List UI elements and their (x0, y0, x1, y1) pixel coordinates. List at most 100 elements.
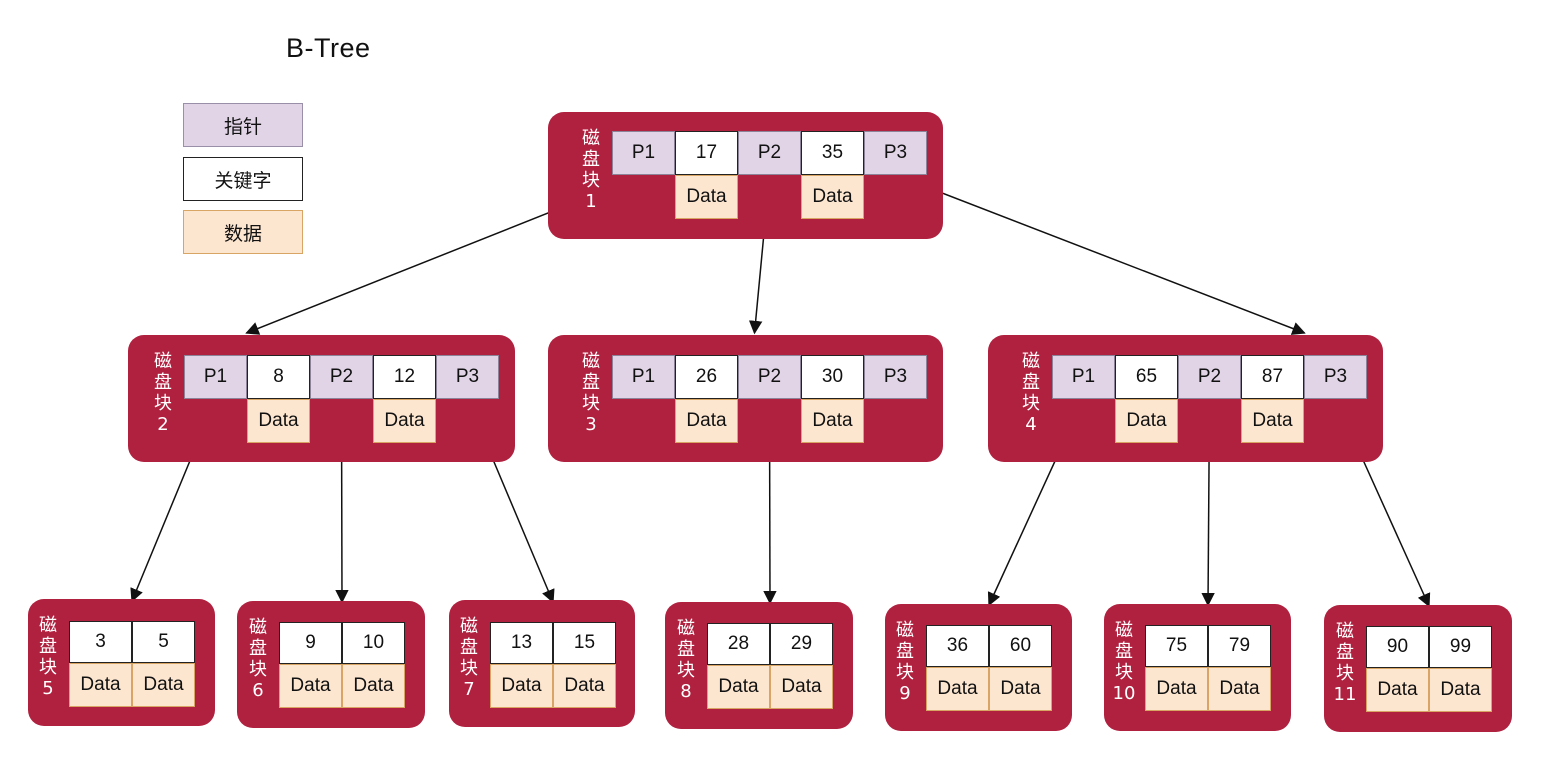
pointer-cell: P2 (738, 355, 801, 399)
disk-block-label-char: 1 (585, 191, 597, 212)
disk-block-label-char: 盘 (1022, 372, 1040, 393)
data-cell: Data (926, 667, 989, 711)
disk-block-label-char: 块 (896, 662, 914, 683)
edge-1-P3-to-4 (895, 174, 1306, 335)
data-cell: Data (342, 664, 405, 708)
key-cell: 36 (926, 625, 989, 667)
disk-block-label-char: 磁 (1022, 351, 1040, 372)
legend-data: 数据 (183, 210, 303, 254)
disk-block-label-char: 盘 (677, 639, 695, 660)
disk-block-label-char: 磁 (1336, 621, 1354, 642)
pointer-cell: P3 (436, 355, 499, 399)
key-cell: 30 (801, 355, 864, 399)
disk-block-label-char: 块 (582, 393, 600, 414)
data-cell: Data (707, 665, 770, 709)
disk-block-label-char: 2 (157, 414, 169, 435)
disk-block-label-char: 磁 (677, 618, 695, 639)
disk-block-label-char: 盘 (1336, 642, 1354, 663)
disk-block-label-char: 磁 (460, 616, 478, 637)
legend-key: 关键字 (183, 157, 303, 201)
disk-block-label-char: 盘 (1115, 641, 1133, 662)
disk-block-label-char: 磁 (249, 617, 267, 638)
key-cell: 17 (675, 131, 738, 175)
key-cell: 8 (247, 355, 310, 399)
key-cell: 75 (1145, 625, 1208, 667)
key-cell: 79 (1208, 625, 1271, 667)
data-cell: Data (801, 175, 864, 219)
data-cell: Data (247, 399, 310, 443)
key-cell: 60 (989, 625, 1052, 667)
key-cell: 3 (69, 621, 132, 663)
disk-block-label-char: 10 (1112, 683, 1136, 704)
disk-block-label-char: 9 (899, 683, 911, 704)
disk-block-label-char: 块 (460, 658, 478, 679)
data-cell: Data (1366, 668, 1429, 712)
pointer-cell: P2 (310, 355, 373, 399)
disk-block-label-char: 块 (1336, 663, 1354, 684)
data-cell: Data (989, 667, 1052, 711)
data-cell: Data (801, 399, 864, 443)
data-cell: Data (132, 663, 195, 707)
key-cell: 35 (801, 131, 864, 175)
disk-block-label-char: 块 (154, 393, 172, 414)
key-cell: 26 (675, 355, 738, 399)
key-cell: 13 (490, 622, 553, 664)
pointer-cell: P3 (1304, 355, 1367, 399)
disk-block-label-char: 7 (463, 679, 475, 700)
data-cell: Data (770, 665, 833, 709)
data-cell: Data (1115, 399, 1178, 443)
disk-block-label-char: 磁 (896, 620, 914, 641)
disk-block-label-char: 盘 (896, 641, 914, 662)
data-cell: Data (279, 664, 342, 708)
pointer-cell: P2 (1178, 355, 1241, 399)
key-cell: 65 (1115, 355, 1178, 399)
data-cell: Data (1241, 399, 1304, 443)
pointer-cell: P1 (1052, 355, 1115, 399)
disk-block-label-char: 块 (677, 660, 695, 681)
disk-block-label-char: 磁 (39, 615, 57, 636)
key-cell: 9 (279, 622, 342, 664)
key-cell: 12 (373, 355, 436, 399)
disk-block-label-char: 8 (680, 681, 692, 702)
disk-block-label-char: 3 (585, 414, 597, 435)
legend-pointer: 指针 (183, 103, 303, 147)
pointer-cell: P1 (612, 355, 675, 399)
disk-block-label-char: 盘 (39, 636, 57, 657)
key-cell: 5 (132, 621, 195, 663)
disk-block-label-char: 5 (42, 678, 54, 699)
diagram-title: B-Tree (286, 33, 371, 63)
disk-block-label-char: 块 (39, 657, 57, 678)
pointer-cell: P1 (184, 355, 247, 399)
data-cell: Data (69, 663, 132, 707)
pointer-cell: P3 (864, 131, 927, 175)
disk-block-label-char: 块 (249, 659, 267, 680)
disk-block-label-char: 盘 (154, 372, 172, 393)
data-cell: Data (675, 175, 738, 219)
disk-block-label-char: 6 (252, 680, 264, 701)
disk-block-label-char: 磁 (582, 351, 600, 372)
key-cell: 15 (553, 622, 616, 664)
disk-block-label-char: 磁 (154, 351, 172, 372)
disk-block-label-char: 块 (1022, 393, 1040, 414)
disk-block-label-char: 盘 (249, 638, 267, 659)
disk-block-label-char: 块 (582, 170, 600, 191)
pointer-cell: P3 (864, 355, 927, 399)
key-cell: 99 (1429, 626, 1492, 668)
